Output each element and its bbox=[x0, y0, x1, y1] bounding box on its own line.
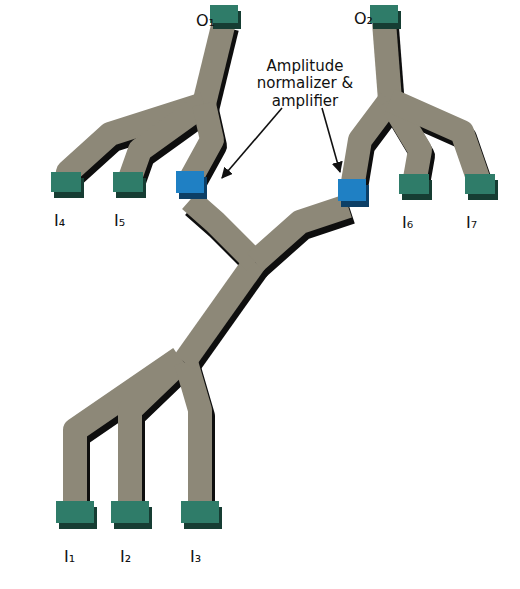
pad bbox=[176, 171, 204, 193]
pad bbox=[181, 501, 219, 523]
port-label: I₃ bbox=[190, 548, 201, 566]
port-label: I₁ bbox=[64, 548, 75, 566]
waveguide bbox=[255, 206, 348, 262]
waveguide bbox=[190, 104, 212, 180]
pad bbox=[465, 174, 495, 194]
pad bbox=[338, 179, 366, 201]
port-label: I₇ bbox=[466, 214, 477, 232]
waveguide bbox=[130, 360, 182, 512]
leader-arrow bbox=[322, 108, 340, 172]
waveguide bbox=[384, 22, 390, 100]
port-label: I₆ bbox=[402, 214, 413, 232]
port-label: O₁ bbox=[196, 12, 215, 30]
pad bbox=[113, 172, 143, 192]
waveguide bbox=[184, 262, 255, 362]
waveguide bbox=[390, 100, 480, 184]
port-label: O₂ bbox=[354, 10, 373, 28]
callout-text: Amplitude normalizer & amplifier bbox=[230, 58, 380, 110]
waveguide bbox=[190, 200, 255, 262]
pad bbox=[370, 5, 398, 23]
port-label: I₂ bbox=[120, 548, 131, 566]
pad bbox=[111, 501, 149, 523]
pad bbox=[56, 501, 94, 523]
waveguide bbox=[186, 362, 200, 512]
pad bbox=[51, 172, 81, 192]
port-label: I₅ bbox=[114, 212, 125, 230]
leader-arrow bbox=[222, 108, 282, 178]
port-label: I₄ bbox=[54, 212, 65, 230]
waveguide bbox=[204, 22, 224, 104]
pad bbox=[399, 174, 429, 194]
